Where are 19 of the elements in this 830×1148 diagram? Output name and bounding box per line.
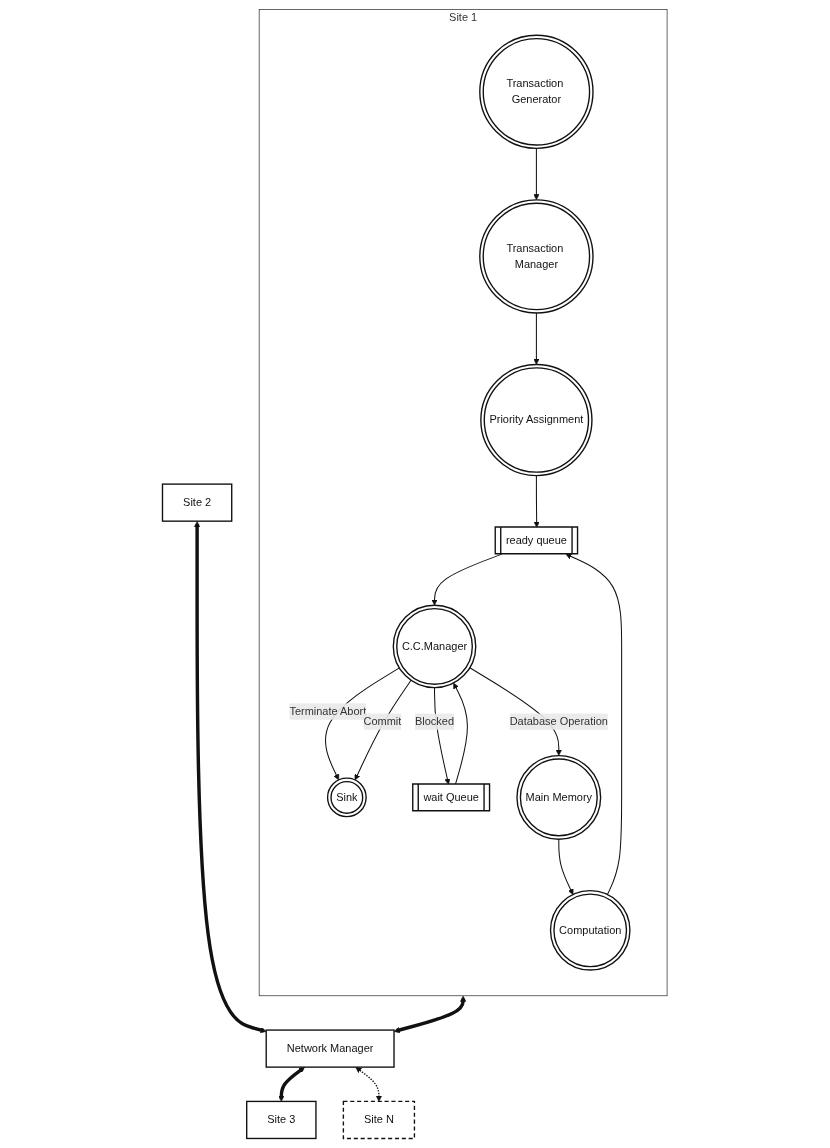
arrow: [354, 679, 412, 781]
arrow: [533, 475, 540, 528]
arrow: [393, 995, 467, 1033]
edge-label: Terminate Abort: [289, 705, 367, 718]
node-box: Site N: [342, 1100, 416, 1140]
arrow: [278, 1067, 306, 1102]
arrow: [453, 682, 469, 785]
edge-label: Blocked: [415, 715, 455, 728]
arrow: [533, 312, 540, 365]
arrow: [533, 147, 540, 201]
node-box: Site 2: [162, 483, 233, 522]
arrow: [194, 521, 267, 1033]
arrow: [558, 838, 574, 895]
edge-label: Commit: [363, 715, 402, 728]
node-box: Site 3: [246, 1100, 317, 1140]
edge-label: Database Operation: [509, 715, 609, 728]
arrow: [355, 1067, 383, 1102]
node-box: Network Manager: [265, 1029, 395, 1068]
arrow: [565, 553, 623, 896]
